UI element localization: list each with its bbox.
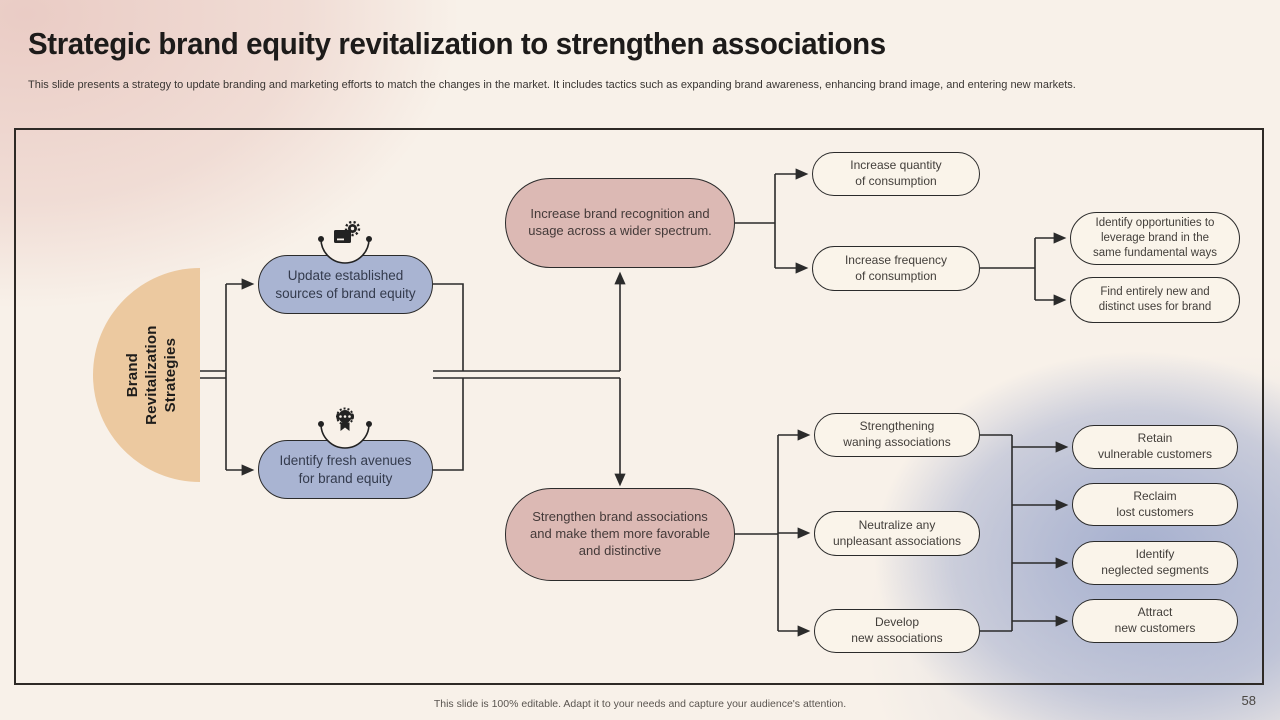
document-gear-icon xyxy=(318,215,372,264)
node-reclaim-lost: Reclaim lost customers xyxy=(1072,483,1238,526)
node-strengthening-waning: Strengthening waning associations xyxy=(814,413,980,457)
node-identify-fresh-avenues: Identify fresh avenues for brand equity xyxy=(258,440,433,499)
diagram-frame xyxy=(14,128,1264,685)
node-attract-new: Attract new customers xyxy=(1072,599,1238,643)
node-find-new-uses: Find entirely new and distinct uses for … xyxy=(1070,277,1240,323)
footer-note: This slide is 100% editable. Adapt it to… xyxy=(433,698,847,710)
node-increase-frequency: Increase frequency of consumption xyxy=(812,246,980,291)
node-retain-vulnerable: Retain vulnerable customers xyxy=(1072,425,1238,469)
node-increase-brand-recognition: Increase brand recognition and usage acr… xyxy=(505,178,735,268)
page-title: Strategic brand equity revitalization to… xyxy=(28,26,886,61)
node-identify-opportunities: Identify opportunities to leverage brand… xyxy=(1070,212,1240,265)
node-increase-quantity: Increase quantity of consumption xyxy=(812,152,980,196)
node-update-established-sources: Update established sources of brand equi… xyxy=(258,255,433,314)
slide-subtitle: This slide presents a strategy to update… xyxy=(28,79,1076,91)
page-number: 58 xyxy=(1241,693,1256,708)
node-neutralize-unpleasant: Neutralize any unpleasant associations xyxy=(814,511,980,556)
award-ribbon-icon xyxy=(318,400,372,449)
node-develop-new: Develop new associations xyxy=(814,609,980,653)
node-identify-neglected: Identify neglected segments xyxy=(1072,541,1238,585)
node-strengthen-brand-associations: Strengthen brand associations and make t… xyxy=(505,488,735,581)
